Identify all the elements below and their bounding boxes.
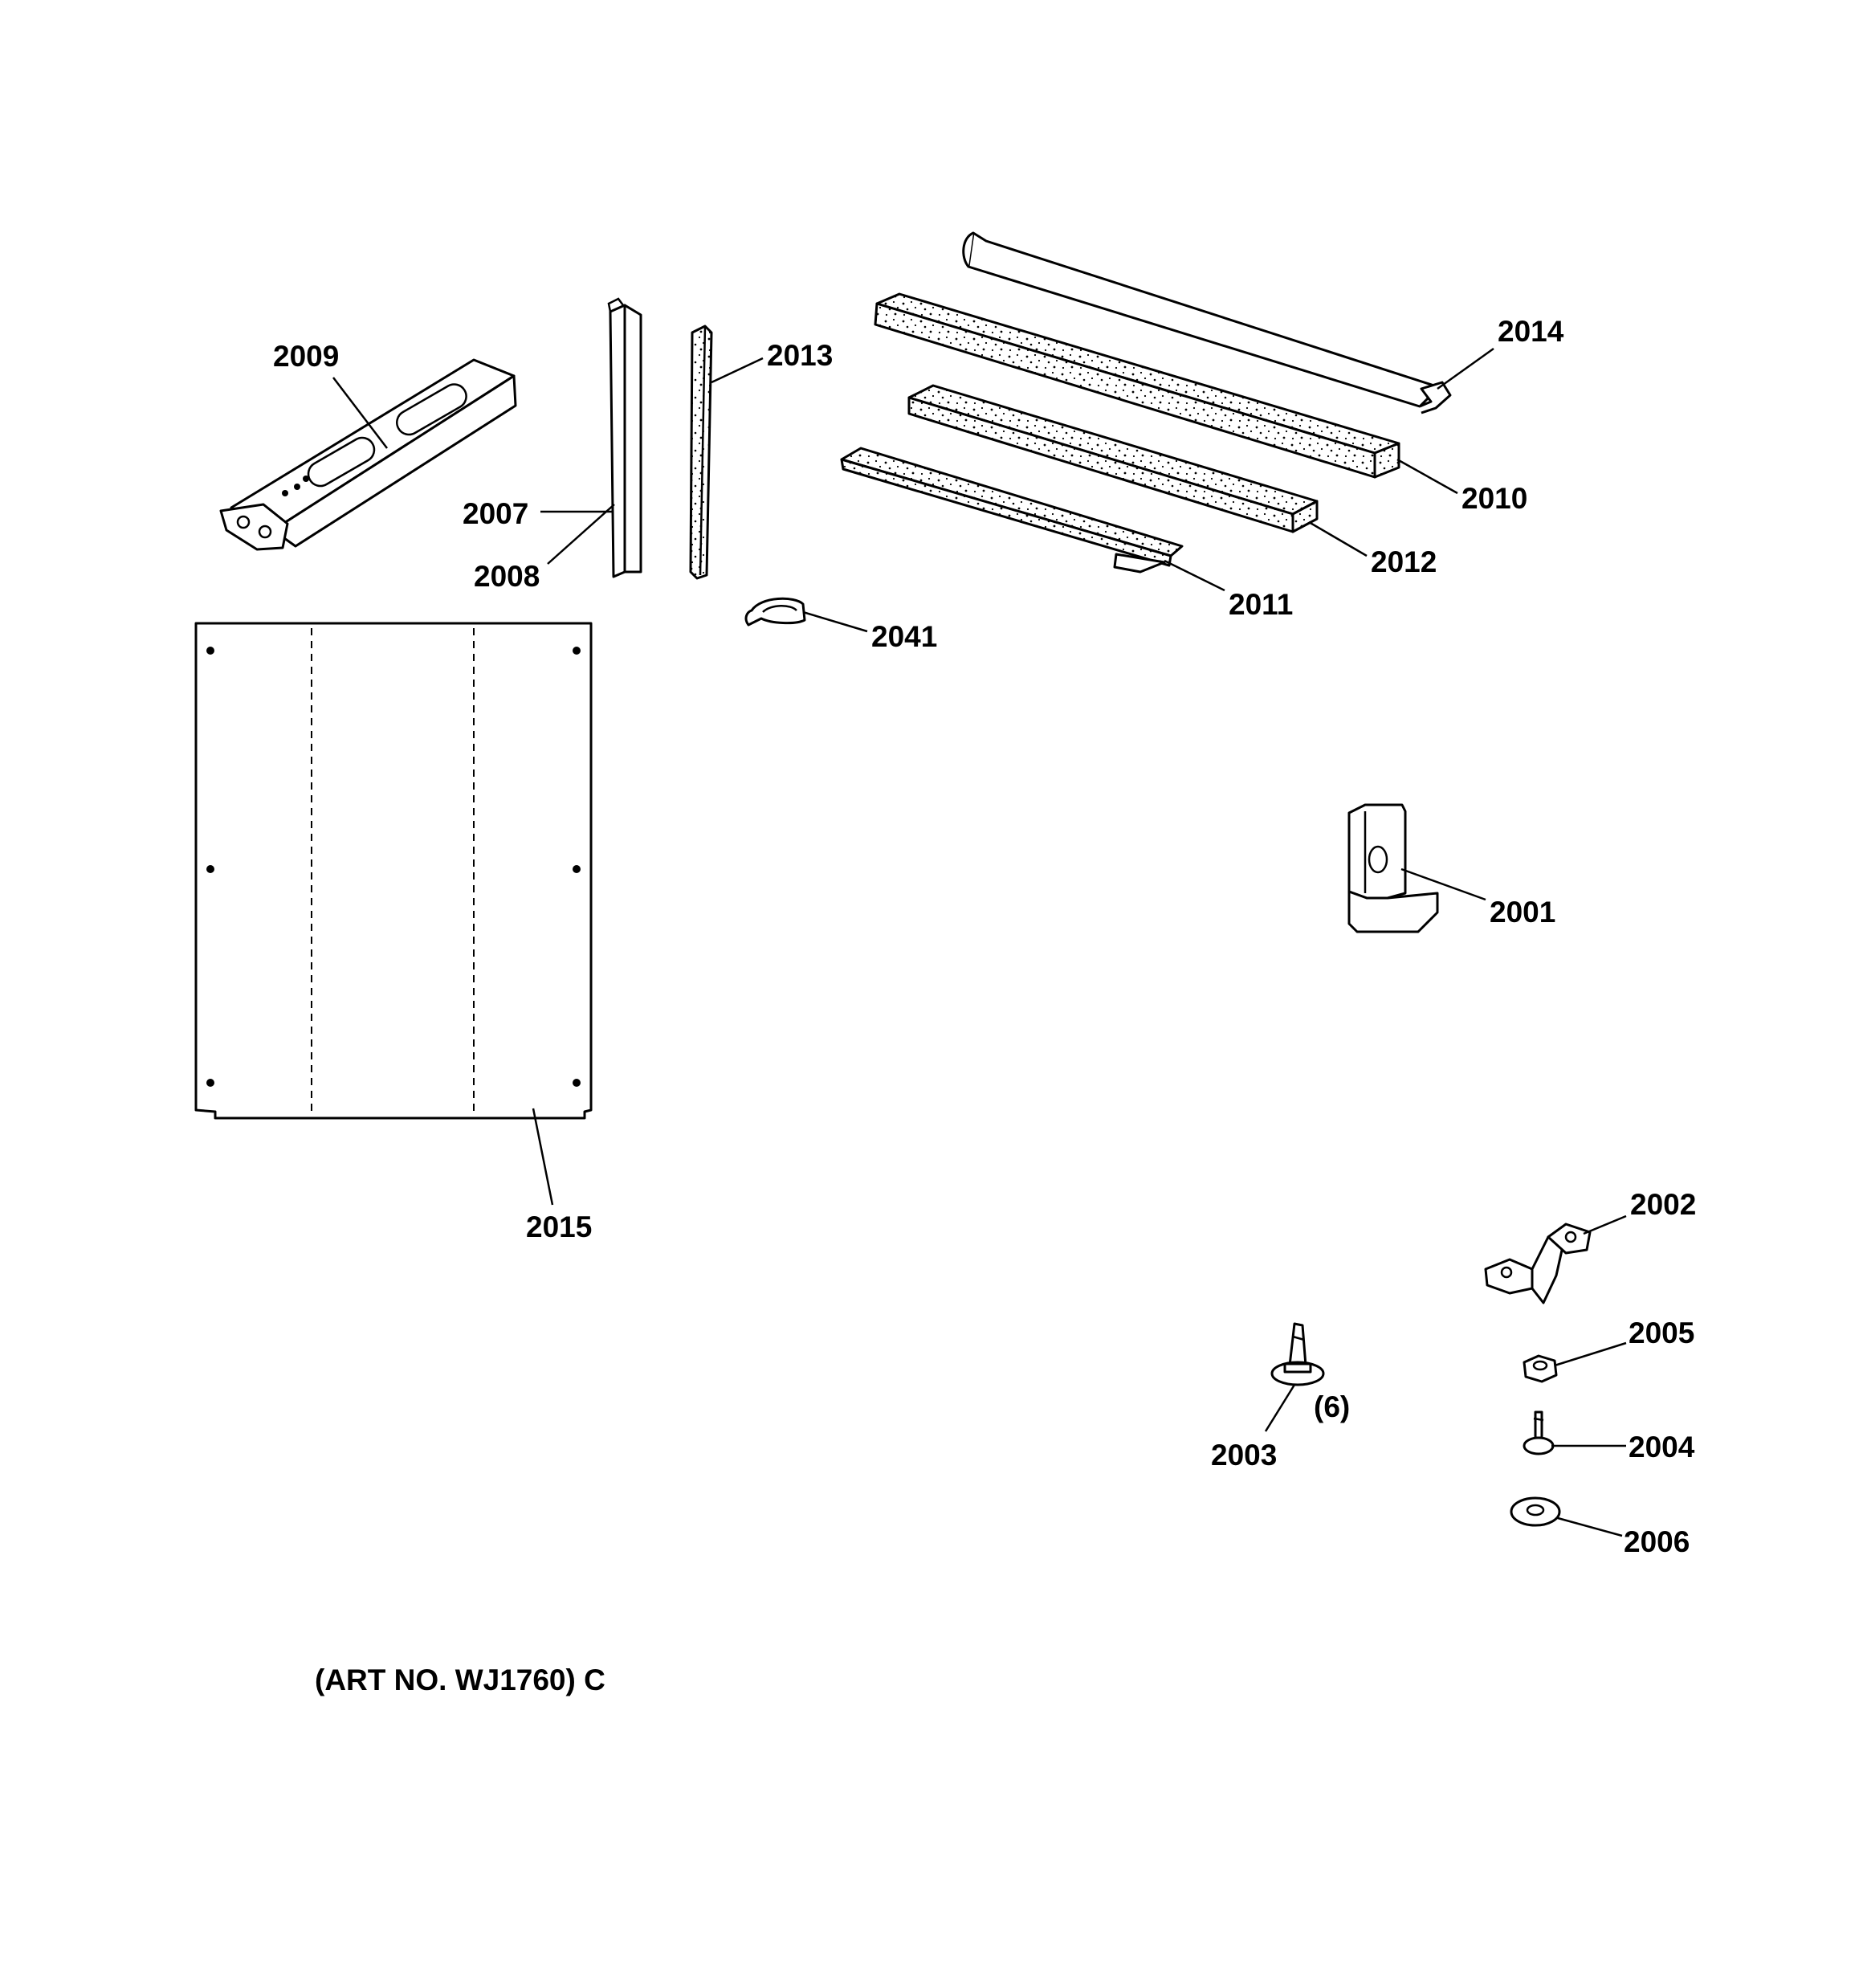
clip-2041-drawing xyxy=(744,597,806,627)
stud-2004-drawing xyxy=(1523,1410,1555,1455)
channel-strip-2007-2008-drawing xyxy=(607,297,642,578)
label-2003-quantity: (6) xyxy=(1314,1390,1350,1423)
art-number-caption: (ART NO. WJ1760) C xyxy=(315,1663,605,1696)
label-2015: 2015 xyxy=(526,1210,592,1243)
label-2008: 2008 xyxy=(474,560,540,593)
foam-bar-2012-drawing xyxy=(907,384,1319,533)
angle-bracket-2001-drawing xyxy=(1347,803,1439,933)
label-2002: 2002 xyxy=(1630,1188,1696,1221)
panel-2015-drawing xyxy=(194,622,593,1120)
label-2014: 2014 xyxy=(1498,315,1564,348)
screw-2003-drawing xyxy=(1270,1322,1325,1386)
label-2009: 2009 xyxy=(273,340,339,373)
foam-strip-2011-drawing xyxy=(840,447,1184,574)
label-2013: 2013 xyxy=(767,339,833,372)
label-2010: 2010 xyxy=(1461,482,1527,515)
label-2006: 2006 xyxy=(1624,1525,1690,1558)
label-2001: 2001 xyxy=(1490,896,1555,929)
washer-2006-drawing xyxy=(1510,1496,1561,1527)
label-2012: 2012 xyxy=(1371,545,1437,578)
label-2005: 2005 xyxy=(1629,1316,1694,1349)
trim-2014-drawing xyxy=(962,231,1452,414)
bracket-2002-drawing xyxy=(1484,1223,1592,1304)
foam-strip-2013-drawing xyxy=(689,325,713,580)
label-2011: 2011 xyxy=(1229,588,1293,621)
label-2041: 2041 xyxy=(871,620,937,653)
foam-bar-2010-drawing xyxy=(874,292,1400,479)
label-2004: 2004 xyxy=(1629,1431,1695,1463)
label-2007: 2007 xyxy=(463,497,528,530)
nut-2005-drawing xyxy=(1523,1354,1558,1383)
bracket-2009-drawing xyxy=(219,358,517,551)
label-2003: 2003 xyxy=(1211,1439,1277,1472)
